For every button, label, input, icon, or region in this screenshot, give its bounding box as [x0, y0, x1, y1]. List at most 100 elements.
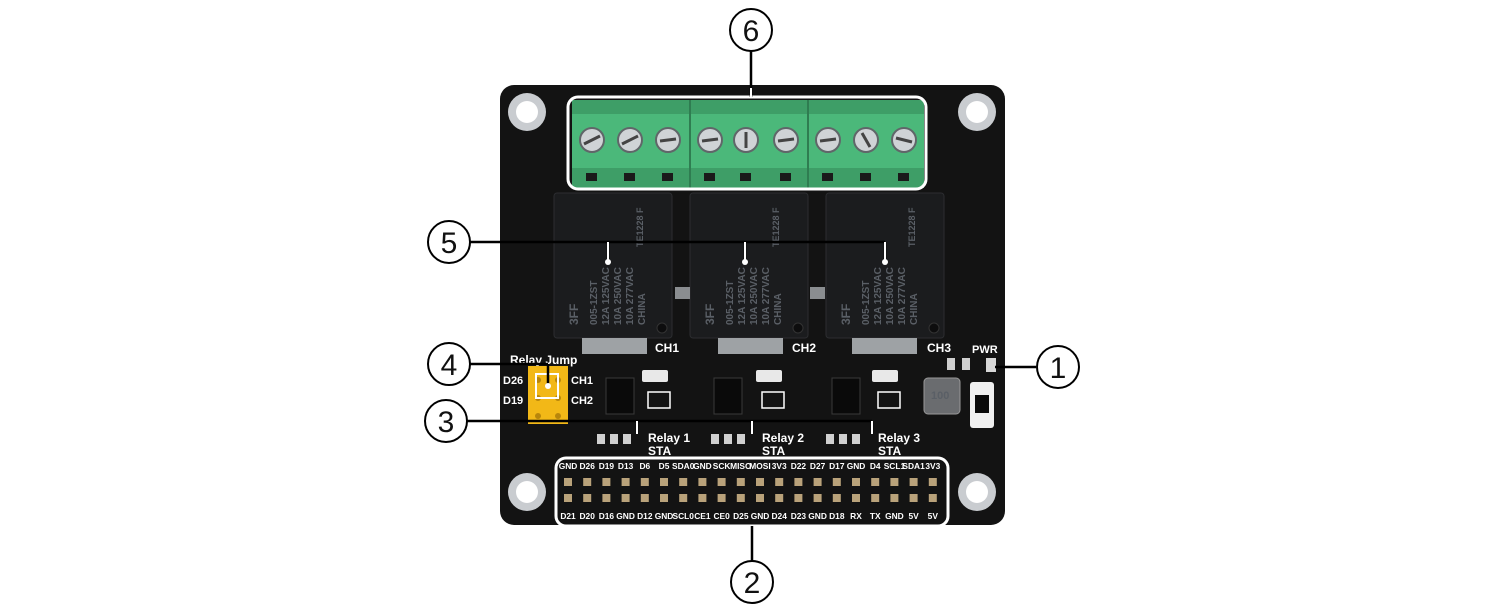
- gpio-header: GNDD21D26D20D19D16D13GNDD6D12D5GNDSDA0SC…: [559, 461, 941, 521]
- svg-text:3FF: 3FF: [567, 304, 581, 325]
- jump-ch1-label: CH1: [571, 375, 593, 387]
- svg-text:2: 2: [744, 567, 761, 600]
- gpio-top-label: D17: [829, 461, 845, 471]
- status-led-sublabel: STA: [878, 444, 901, 458]
- power-led: [986, 358, 996, 372]
- pwr-label: PWR: [972, 344, 998, 356]
- svg-text:TE1228 F: TE1228 F: [635, 207, 645, 247]
- gpio-bottom-label: CE1: [694, 511, 711, 521]
- gpio-top-label: MISO: [730, 461, 752, 471]
- callout-5: 5: [427, 220, 471, 264]
- gpio-pin: [564, 494, 572, 502]
- gpio-pin: [852, 478, 860, 486]
- gpio-pin: [679, 494, 688, 502]
- svg-text:12A 125VAC: 12A 125VAC: [601, 267, 612, 325]
- status-led-sublabel: STA: [648, 444, 671, 458]
- svg-text:3: 3: [438, 406, 455, 439]
- gpio-top-label: GND: [559, 461, 578, 471]
- svg-text:10A 250VAC: 10A 250VAC: [749, 267, 760, 325]
- gpio-top-label: D19: [599, 461, 615, 471]
- status-led-label: Relay 1: [648, 431, 690, 445]
- svg-text:CHINA: CHINA: [909, 293, 920, 325]
- gpio-bottom-label: D25: [733, 511, 749, 521]
- gpio-pin: [832, 478, 841, 486]
- relay-1: [553, 192, 673, 339]
- gpio-pin: [756, 478, 764, 486]
- callout-3: 3: [424, 399, 468, 443]
- gpio-pin: [602, 478, 611, 486]
- svg-text:005-1ZST: 005-1ZST: [861, 281, 872, 325]
- gpio-pin: [928, 494, 937, 502]
- gpio-pin: [698, 494, 707, 502]
- callout-box-terminal: [566, 95, 928, 191]
- gpio-top-label: D4: [870, 461, 881, 471]
- svg-text:TE1228 F: TE1228 F: [907, 207, 917, 247]
- gpio-pin: [640, 494, 649, 502]
- gpio-pin: [928, 478, 937, 486]
- gpio-top-label: D27: [810, 461, 826, 471]
- gpio-pin: [794, 494, 803, 502]
- gpio-bottom-label: D24: [772, 511, 788, 521]
- svg-text:10A 277VAC: 10A 277VAC: [761, 267, 772, 325]
- relay-2-marking: 3FF 005-1ZST 12A 125VAC 10A 250VAC 10A 2…: [703, 207, 784, 325]
- svg-text:10A 250VAC: 10A 250VAC: [885, 267, 896, 325]
- gpio-pin: [832, 494, 841, 502]
- gpio-bottom-label: D18: [829, 511, 845, 521]
- relay-channel-label: CH3: [927, 341, 951, 355]
- gpio-top-label: D22: [791, 461, 807, 471]
- gpio-top-label: GND: [847, 461, 866, 471]
- gpio-pin: [640, 478, 649, 486]
- gpio-pin: [890, 494, 899, 502]
- gpio-top-label: D5: [659, 461, 670, 471]
- gpio-pin: [583, 494, 592, 502]
- gpio-pin: [813, 478, 822, 486]
- inductor: [923, 377, 961, 415]
- gpio-bottom-label: D21: [560, 511, 576, 521]
- gpio-pin: [679, 478, 688, 486]
- gpio-pin: [717, 494, 726, 502]
- gpio-pin: [909, 494, 918, 502]
- gpio-pin: [871, 494, 880, 502]
- gpio-bottom-label: GND: [655, 511, 674, 521]
- terminal-screws: [579, 127, 917, 153]
- gpio-pin: [660, 494, 668, 502]
- relay-channel-label: CH1: [655, 341, 679, 355]
- svg-text:3FF: 3FF: [703, 304, 717, 325]
- svg-text:TE1228 F: TE1228 F: [771, 207, 781, 247]
- gpio-top-label: 3V3: [772, 461, 787, 471]
- svg-text:12A 125VAC: 12A 125VAC: [873, 267, 884, 325]
- small-leds: [947, 358, 955, 370]
- gpio-top-label: D13: [618, 461, 634, 471]
- jump-ch2-label: CH2: [571, 395, 593, 407]
- gpio-pin: [717, 478, 726, 486]
- svg-text:3FF: 3FF: [839, 304, 853, 325]
- gpio-bottom-label: 5V: [928, 511, 939, 521]
- gpio-top-label: MOSI: [749, 461, 770, 471]
- gpio-bottom-label: D12: [637, 511, 653, 521]
- svg-text:CHINA: CHINA: [773, 293, 784, 325]
- svg-text:5: 5: [441, 227, 458, 260]
- gpio-pin: [736, 494, 745, 502]
- callout-1: 1: [1036, 345, 1080, 389]
- callout-6: 6: [729, 8, 773, 52]
- status-led-sublabel: STA: [762, 444, 785, 458]
- gpio-top-label: SCL1: [884, 461, 906, 471]
- gpio-pin: [756, 494, 764, 502]
- gpio-pin: [775, 494, 784, 502]
- relay-3: [825, 192, 945, 339]
- gpio-pin: [775, 478, 784, 486]
- callout-4: 4: [427, 342, 471, 386]
- gpio-pin: [890, 478, 899, 486]
- gpio-bottom-label: RX: [850, 511, 862, 521]
- gpio-top-label: 3V3: [925, 461, 940, 471]
- d19-label: D19: [503, 395, 523, 407]
- gpio-bottom-label: D16: [599, 511, 615, 521]
- callout-2: 2: [730, 560, 774, 604]
- gpio-top-label: GND: [693, 461, 712, 471]
- svg-text:CHINA: CHINA: [637, 293, 648, 325]
- mounting-holes: [508, 93, 996, 511]
- gpio-bottom-label: GND: [616, 511, 635, 521]
- gpio-bottom-label: GND: [751, 511, 770, 521]
- svg-text:005-1ZST: 005-1ZST: [589, 281, 600, 325]
